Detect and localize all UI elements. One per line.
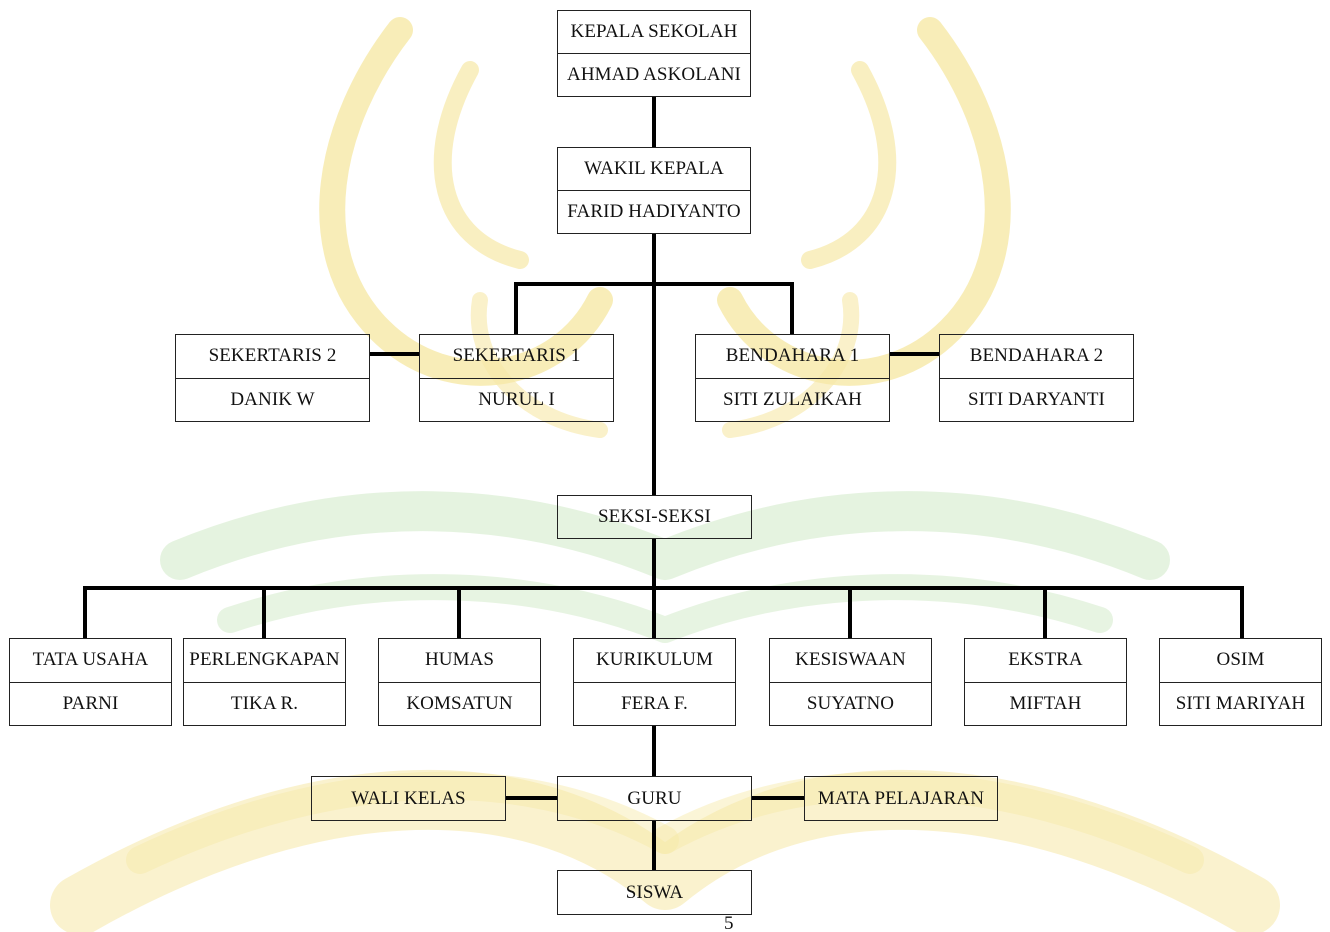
connector-guru-siswa xyxy=(652,820,656,871)
section-box-osim: OSIM SITI MARIYAH xyxy=(1159,638,1322,726)
treasurer2-role: BENDAHARA 2 xyxy=(969,345,1104,367)
deputy-name: FARID HADIYANTO xyxy=(558,190,750,233)
homeroom-label: WALI KELAS xyxy=(351,787,466,809)
sections-box: SEKSI-SEKSI xyxy=(557,495,752,539)
treasurer2-box: BENDAHARA 2 SITI DARYANTI xyxy=(939,334,1134,422)
section-box-tata-usaha: TATA USAHA PARNI xyxy=(9,638,172,726)
section-name: SITI MARIYAH xyxy=(1160,681,1321,726)
section-role: KESISWAAN xyxy=(795,649,906,671)
teacher-label: GURU xyxy=(627,787,682,809)
section-name: PARNI xyxy=(10,681,171,726)
student-box: SISWA xyxy=(557,870,752,915)
section-box-kesiswaan: KESISWAAN SUYATNO xyxy=(769,638,932,726)
homeroom-box: WALI KELAS xyxy=(311,776,506,821)
section-role: TATA USAHA xyxy=(32,649,149,671)
secretary1-box: SEKERTARIS 1 NURUL I xyxy=(419,334,614,422)
section-role: EKSTRA xyxy=(1008,649,1083,671)
head-name: AHMAD ASKOLANI xyxy=(558,53,750,96)
connector-to-kurikulum xyxy=(652,586,656,639)
deputy-role: WAKIL KEPALA xyxy=(584,158,724,179)
section-box-humas: HUMAS KOMSATUN xyxy=(378,638,541,726)
section-role: KURIKULUM xyxy=(595,649,713,671)
connector-to-humas xyxy=(457,586,461,639)
secretary2-name: DANIK W xyxy=(176,377,369,422)
treasurer1-box: BENDAHARA 1 SITI ZULAIKAH xyxy=(695,334,890,422)
secretary1-name: NURUL I xyxy=(420,377,613,422)
connector-sections-down xyxy=(652,538,656,590)
connector-secretary-treasurer-bar xyxy=(514,282,794,286)
connector-sections-bar xyxy=(83,586,1244,590)
subject-label: MATA PELAJARAN xyxy=(817,787,985,809)
connector-kurikulum-guru xyxy=(652,725,656,776)
connector-to-treasurer1 xyxy=(790,282,794,335)
sections-label: SEKSI-SEKSI xyxy=(597,506,711,527)
secretary2-role: SEKERTARIS 2 xyxy=(208,345,337,367)
section-name: SUYATNO xyxy=(770,681,931,726)
section-name: MIFTAH xyxy=(965,681,1126,726)
section-role: OSIM xyxy=(1216,649,1265,671)
connector-to-tata-usaha xyxy=(83,586,87,639)
connector-to-osim xyxy=(1240,586,1244,639)
connector-to-perlengkapan xyxy=(262,586,266,639)
section-box-ekstra: EKSTRA MIFTAH xyxy=(964,638,1127,726)
page-number: 5 xyxy=(724,913,734,932)
connector-deputy-sections xyxy=(652,233,656,496)
section-name: KOMSATUN xyxy=(379,681,540,726)
connector-to-ekstra xyxy=(1043,586,1047,639)
treasurer1-role: BENDAHARA 1 xyxy=(725,345,860,367)
connector-walikelas-guru xyxy=(506,796,558,800)
section-role: HUMAS xyxy=(424,649,495,671)
subject-box: MATA PELAJARAN xyxy=(804,776,998,821)
secretary1-role: SEKERTARIS 1 xyxy=(452,345,581,367)
head-role: KEPALA SEKOLAH xyxy=(570,21,738,42)
treasurer1-name: SITI ZULAIKAH xyxy=(696,377,889,422)
treasurer2-name: SITI DARYANTI xyxy=(940,377,1133,422)
connector-to-kesiswaan xyxy=(848,586,852,639)
section-box-kurikulum: KURIKULUM FERA F. xyxy=(573,638,736,726)
connector-secretary2-secretary1 xyxy=(369,352,420,356)
section-name: TIKA R. xyxy=(184,681,345,726)
deputy-box: WAKIL KEPALA FARID HADIYANTO xyxy=(557,147,751,234)
teacher-box: GURU xyxy=(557,776,752,821)
section-box-perlengkapan: PERLENGKAPAN TIKA R. xyxy=(183,638,346,726)
connector-guru-matapelajaran xyxy=(751,796,805,800)
section-name: FERA F. xyxy=(574,681,735,726)
connector-treasurer1-treasurer2 xyxy=(889,352,940,356)
secretary2-box: SEKERTARIS 2 DANIK W xyxy=(175,334,370,422)
section-role: PERLENGKAPAN xyxy=(189,649,340,671)
connector-to-secretary1 xyxy=(514,282,518,335)
head-box: KEPALA SEKOLAH AHMAD ASKOLANI xyxy=(557,10,751,97)
student-label: SISWA xyxy=(625,881,684,903)
connector-head-deputy xyxy=(652,96,656,148)
